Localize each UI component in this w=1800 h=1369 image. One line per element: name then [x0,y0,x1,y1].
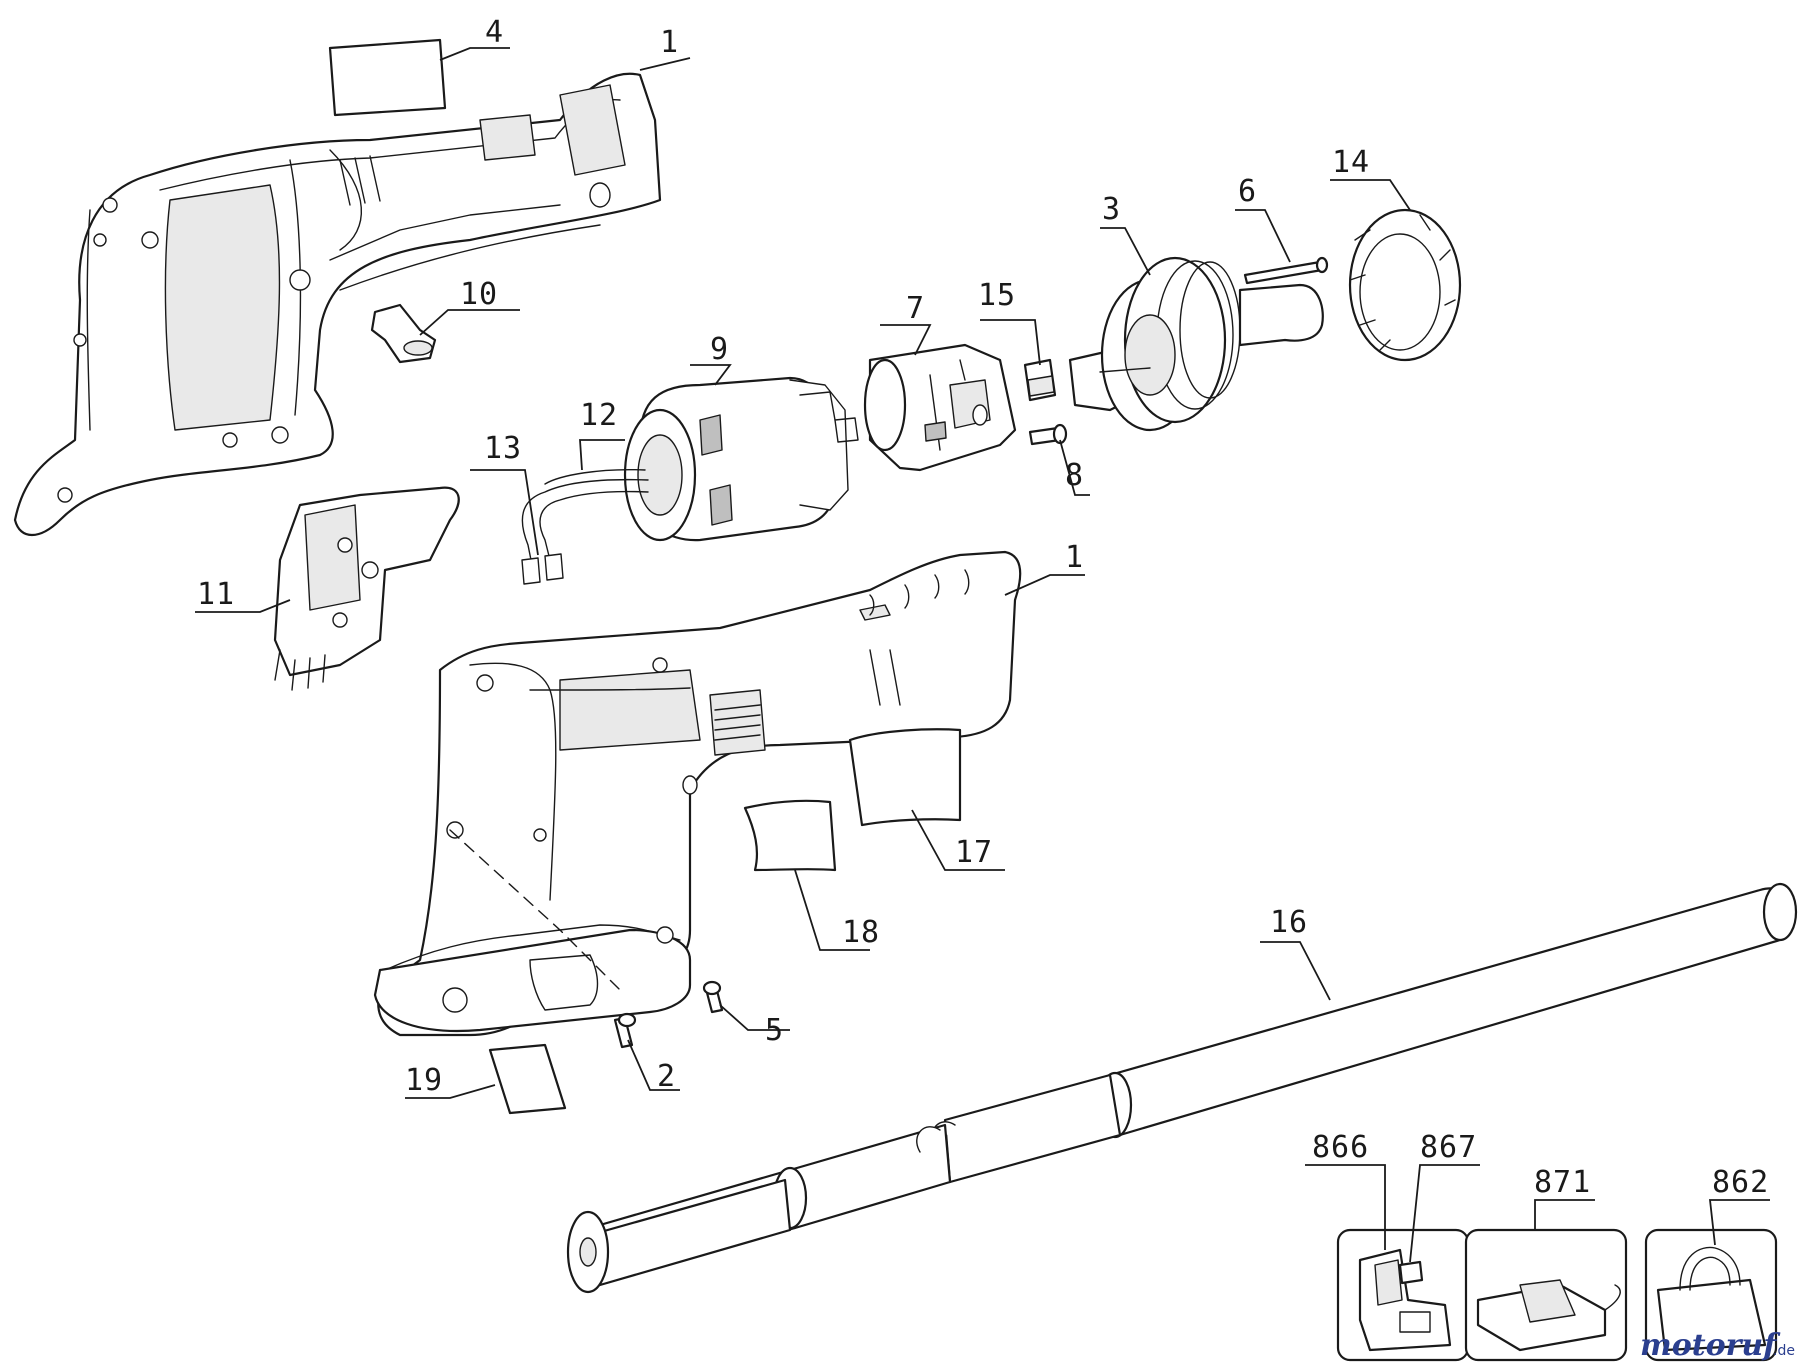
callout-3: 3 [1102,192,1121,227]
part-11-switch [273,486,460,691]
callout-16: 16 [1270,905,1308,940]
part-6-pin [1243,256,1329,285]
watermark-suffix: .de [1773,1343,1795,1359]
callout-8: 8 [1065,458,1084,493]
callout-numbers: 1 4 10 9 12 13 11 7 15 8 3 6 14 1 17 18 … [197,15,1769,1200]
part-16-tube [566,882,1798,1294]
part-15-block [1023,358,1057,402]
callout-7: 7 [906,291,925,326]
callout-11: 11 [197,577,235,612]
callout-10: 10 [460,277,498,312]
part-14-nut [1348,208,1462,362]
main-housing-vent [714,704,761,741]
part-10-clip [370,303,437,364]
housing-vent-top [339,155,381,206]
label-18-part [743,799,837,872]
callout-14: 14 [1332,145,1370,180]
part-3-gearbox [1068,256,1324,432]
callout-12: 12 [580,398,618,433]
label-17-part [848,728,962,827]
callout-13: 13 [484,431,522,466]
callout-19: 19 [405,1063,443,1098]
leader-lines [195,47,1770,1263]
callout-5: 5 [765,1013,784,1048]
callout-867: 867 [1420,1130,1477,1165]
label-19-part [488,1043,567,1115]
callout-9: 9 [710,332,729,367]
part-2-screw [613,1012,637,1049]
watermark-logo: motoruf .de [1640,1328,1795,1363]
accessory-battery-box [1336,1228,1470,1362]
callout-1-main: 1 [1065,540,1084,575]
callout-4: 4 [485,15,504,50]
callout-6: 6 [1238,174,1257,209]
callout-15: 15 [978,278,1016,313]
accessory-charger-box [1464,1228,1628,1362]
housing-half-left [13,72,662,536]
callout-871: 871 [1534,1165,1591,1200]
callout-18: 18 [842,915,880,950]
accessory-bag-box [1644,1228,1778,1362]
label-4-part [328,38,447,117]
main-housing [373,550,1022,1037]
callout-2: 2 [657,1059,676,1094]
callout-862: 862 [1712,1165,1769,1200]
part-5-screw [702,980,724,1014]
part-7-brush-holder [863,343,1017,472]
callout-1-top: 1 [660,25,679,60]
part-9-motor [623,376,859,542]
callout-866: 866 [1312,1130,1369,1165]
watermark-brand: motoruf [1640,1328,1781,1363]
part-12-13-wires [521,468,649,585]
callout-17: 17 [955,835,993,870]
